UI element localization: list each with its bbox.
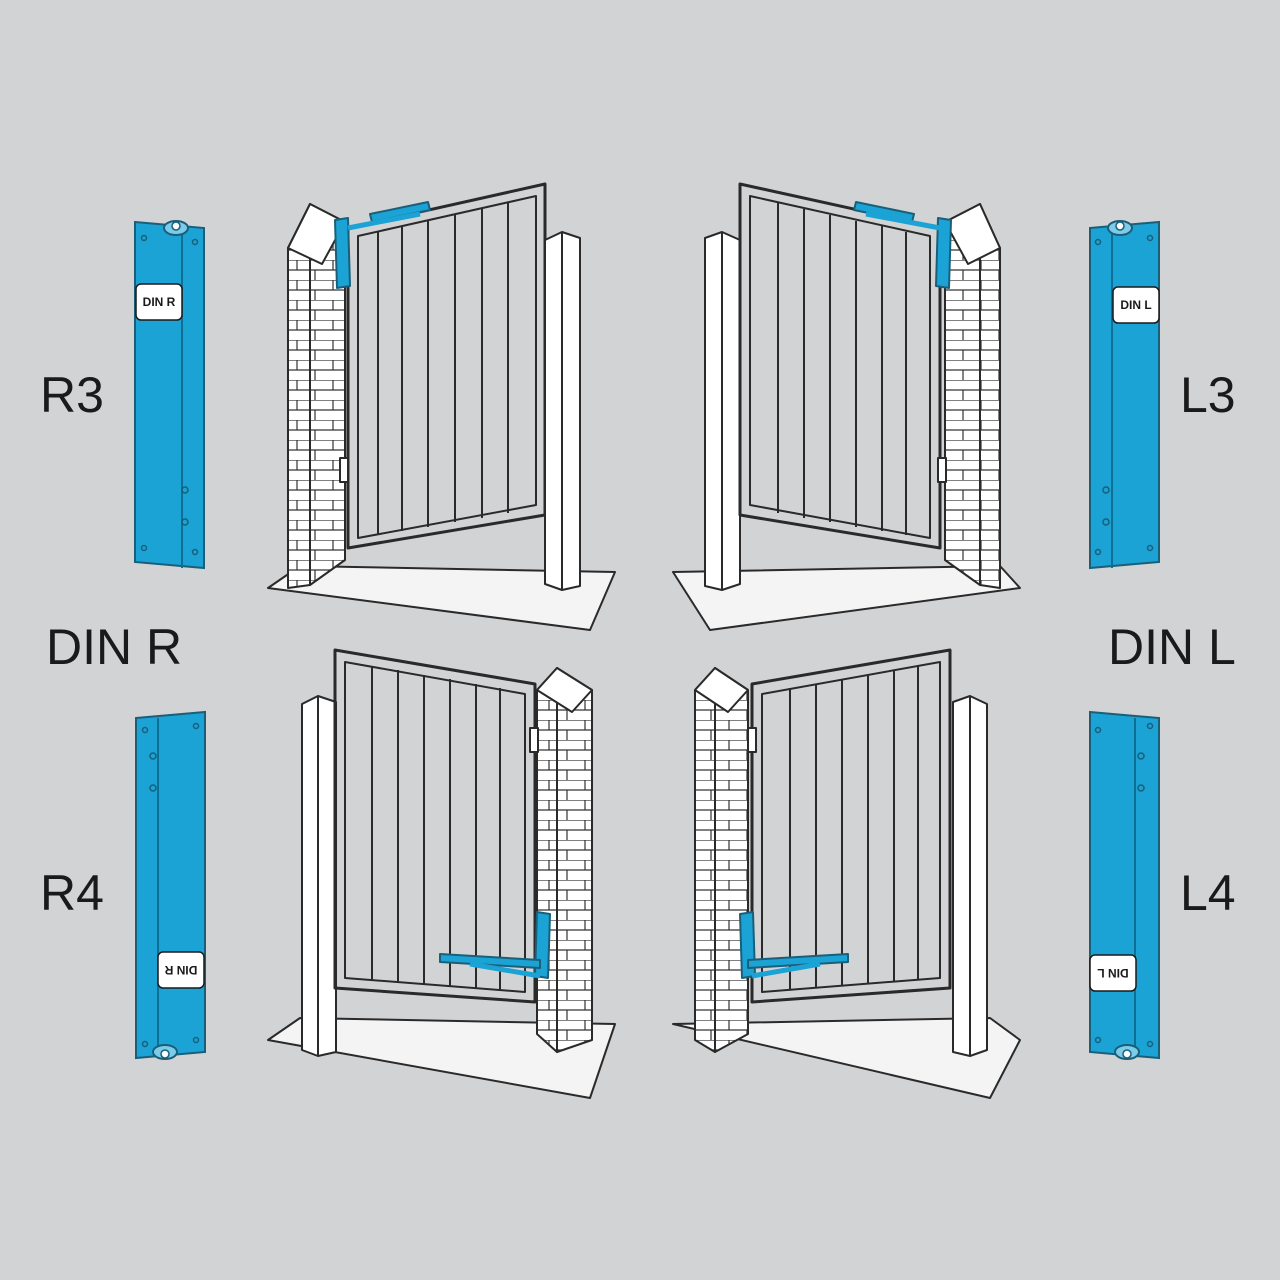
l3-tag-text: DIN L [1120,298,1151,312]
r4-tag-text: DIN R [164,963,197,977]
label-din-l: DIN L [1108,619,1236,675]
gate-l3-illustration [672,182,1021,631]
l4-din-tag [1089,954,1137,992]
l3-closer-device: DIN L [1089,220,1160,570]
l4-tag-text: DIN L [1097,966,1128,980]
r3-din-tag [135,283,183,321]
r4-closer-device: DIN R [135,710,206,1060]
l3-din-tag [1112,286,1160,324]
label-l3: L3 [1180,367,1236,423]
gate-r4-illustration [267,648,616,1099]
l4-closer-device: DIN L [1089,710,1160,1060]
r3-closer-device: DIN R [134,220,205,570]
label-r3: R3 [40,367,104,423]
label-r4: R4 [40,865,104,921]
gate-l4-illustration [672,648,1021,1099]
label-l4: L4 [1180,865,1236,921]
r4-din-tag [157,951,205,989]
label-din-r: DIN R [46,619,183,675]
gate-r3-illustration [267,182,616,631]
r3-tag-text: DIN R [143,295,176,309]
